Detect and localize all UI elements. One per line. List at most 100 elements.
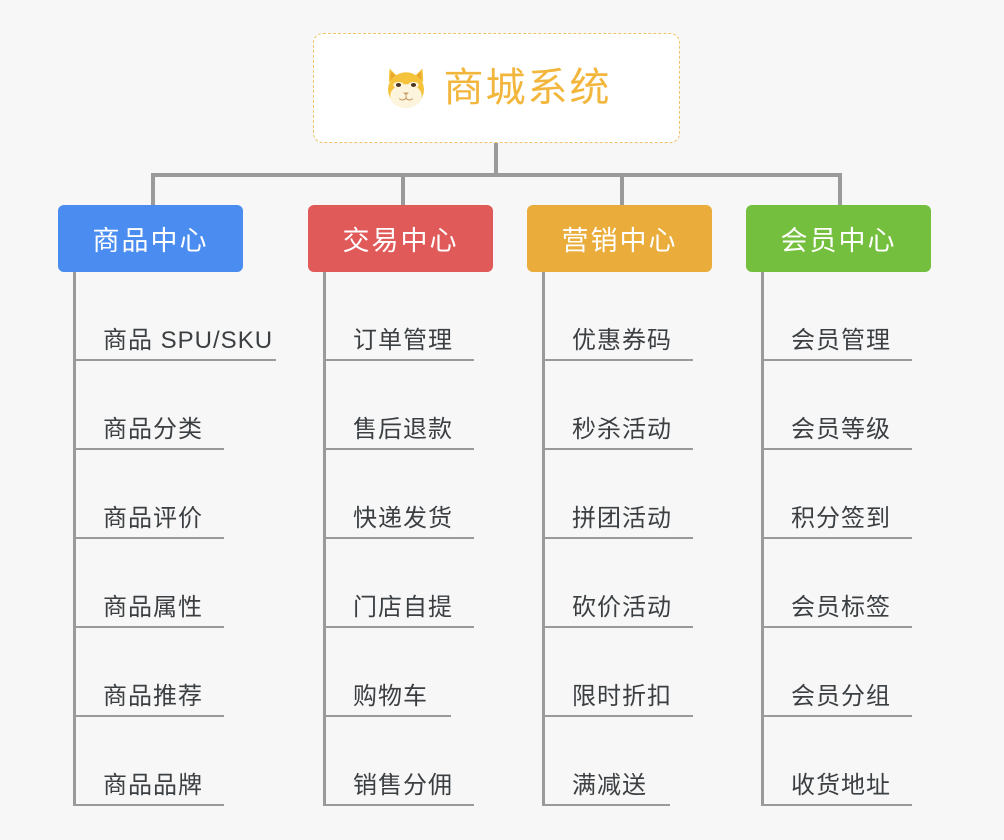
leaf-item-rule [323,804,474,806]
leaf-item-label: 会员等级 [791,416,891,443]
leaf-item-rule [323,626,474,628]
leaf-item-label: 快递发货 [353,505,453,532]
leaf-item[interactable]: 收货地址 [761,717,912,806]
leaf-item-rule [542,804,670,806]
leaf-item-label: 商品分类 [103,416,203,443]
leaf-item-label: 优惠券码 [572,327,672,354]
drop-connector-2 [620,173,624,207]
leaf-item-rule [761,448,912,450]
leaf-item-label: 售后退款 [353,416,453,443]
leaf-item[interactable]: 订单管理 [323,272,474,361]
leaf-item-label: 商品属性 [103,594,203,621]
leaf-item[interactable]: 砍价活动 [542,539,693,628]
drop-connector-0 [151,173,155,207]
leaf-item-rule [323,537,474,539]
leaf-item-rule [761,804,912,806]
leaf-item-rule [542,626,693,628]
leaf-item[interactable]: 快递发货 [323,450,474,539]
leaf-item-label: 秒杀活动 [572,416,672,443]
leaf-item-rule [542,448,693,450]
leaf-item[interactable]: 秒杀活动 [542,361,693,450]
leaf-item[interactable]: 积分签到 [761,450,912,539]
leaf-item-rule [73,359,276,361]
leaf-list: 订单管理售后退款快递发货门店自提购物车销售分佣 [323,272,474,806]
leaf-item-rule [73,715,224,717]
leaf-list: 优惠券码秒杀活动拼团活动砍价活动限时折扣满减送 [542,272,693,806]
leaf-item-label: 会员分组 [791,683,891,710]
leaf-item-rule [542,359,693,361]
column-trunk-connector [761,272,764,806]
leaf-item-label: 商品品牌 [103,772,203,799]
leaf-item-label: 满减送 [572,772,647,799]
leaf-item-rule [73,626,224,628]
shiba-dog-icon [382,64,430,112]
category-header-2[interactable]: 交易中心 [308,205,493,272]
leaf-item[interactable]: 销售分佣 [323,717,474,806]
leaf-item[interactable]: 满减送 [542,717,672,806]
category-header-label: 商品中心 [92,226,209,256]
leaf-item[interactable]: 限时折扣 [542,628,693,717]
leaf-item-label: 会员标签 [791,594,891,621]
category-header-1[interactable]: 商品中心 [58,205,243,272]
leaf-item-label: 砍价活动 [572,594,672,621]
column-trunk-connector [323,272,326,806]
leaf-item-label: 会员管理 [791,327,891,354]
leaf-item-label: 销售分佣 [353,772,453,799]
drop-connector-1 [401,173,405,207]
leaf-item-label: 商品评价 [103,505,203,532]
leaf-item[interactable]: 商品评价 [73,450,273,539]
leaf-item[interactable]: 商品推荐 [73,628,273,717]
column-trunk-connector [73,272,76,806]
leaf-item-rule [73,804,224,806]
column-trunk-connector [542,272,545,806]
leaf-item-rule [761,626,912,628]
leaf-item[interactable]: 会员标签 [761,539,912,628]
category-column-1: 商品中心商品 SPU/SKU 商品分类商品评价商品属性商品推荐商品品牌 [58,205,276,806]
leaf-item[interactable]: 会员分组 [761,628,912,717]
leaf-item-rule [761,715,912,717]
category-header-3[interactable]: 营销中心 [527,205,712,272]
category-header-label: 交易中心 [342,226,459,256]
drop-connector-3 [838,173,842,207]
leaf-item[interactable]: 购物车 [323,628,453,717]
leaf-item-label: 商品推荐 [103,683,203,710]
leaf-item[interactable]: 商品分类 [73,361,273,450]
category-header-label: 会员中心 [780,226,897,256]
leaf-item[interactable]: 会员管理 [761,272,912,361]
leaf-item-rule [73,448,224,450]
leaf-item[interactable]: 商品 SPU/SKU [73,272,276,361]
leaf-item-rule [73,537,224,539]
leaf-item[interactable]: 售后退款 [323,361,474,450]
horizontal-bus-connector [151,173,842,177]
leaf-item[interactable]: 商品品牌 [73,717,273,806]
leaf-item-rule [542,715,693,717]
leaf-item[interactable]: 商品属性 [73,539,273,628]
root-title: 商城系统 [443,66,612,110]
leaf-item-label: 限时折扣 [572,683,672,710]
root-node[interactable]: 商城系统 [313,33,680,143]
leaf-list: 会员管理会员等级积分签到会员标签会员分组收货地址 [761,272,912,806]
leaf-list: 商品 SPU/SKU 商品分类商品评价商品属性商品推荐商品品牌 [73,272,276,806]
leaf-item-rule [323,715,451,717]
leaf-item-label: 购物车 [353,683,428,710]
category-column-2: 交易中心订单管理售后退款快递发货门店自提购物车销售分佣 [308,205,493,806]
leaf-item-rule [323,359,474,361]
leaf-item-label: 拼团活动 [572,505,672,532]
leaf-item-label: 商品 SPU/SKU [103,327,274,354]
leaf-item-label: 订单管理 [353,327,453,354]
category-header-4[interactable]: 会员中心 [746,205,931,272]
leaf-item[interactable]: 会员等级 [761,361,912,450]
leaf-item[interactable]: 门店自提 [323,539,474,628]
leaf-item-label: 收货地址 [791,772,891,799]
leaf-item-rule [323,448,474,450]
leaf-item[interactable]: 优惠券码 [542,272,693,361]
leaf-item-label: 积分签到 [791,505,891,532]
root-stem-connector [494,143,498,177]
category-column-4: 会员中心会员管理会员等级积分签到会员标签会员分组收货地址 [746,205,931,806]
leaf-item[interactable]: 拼团活动 [542,450,693,539]
leaf-item-rule [761,359,912,361]
leaf-item-label: 门店自提 [353,594,453,621]
leaf-item-rule [761,537,912,539]
category-header-label: 营销中心 [561,226,678,256]
